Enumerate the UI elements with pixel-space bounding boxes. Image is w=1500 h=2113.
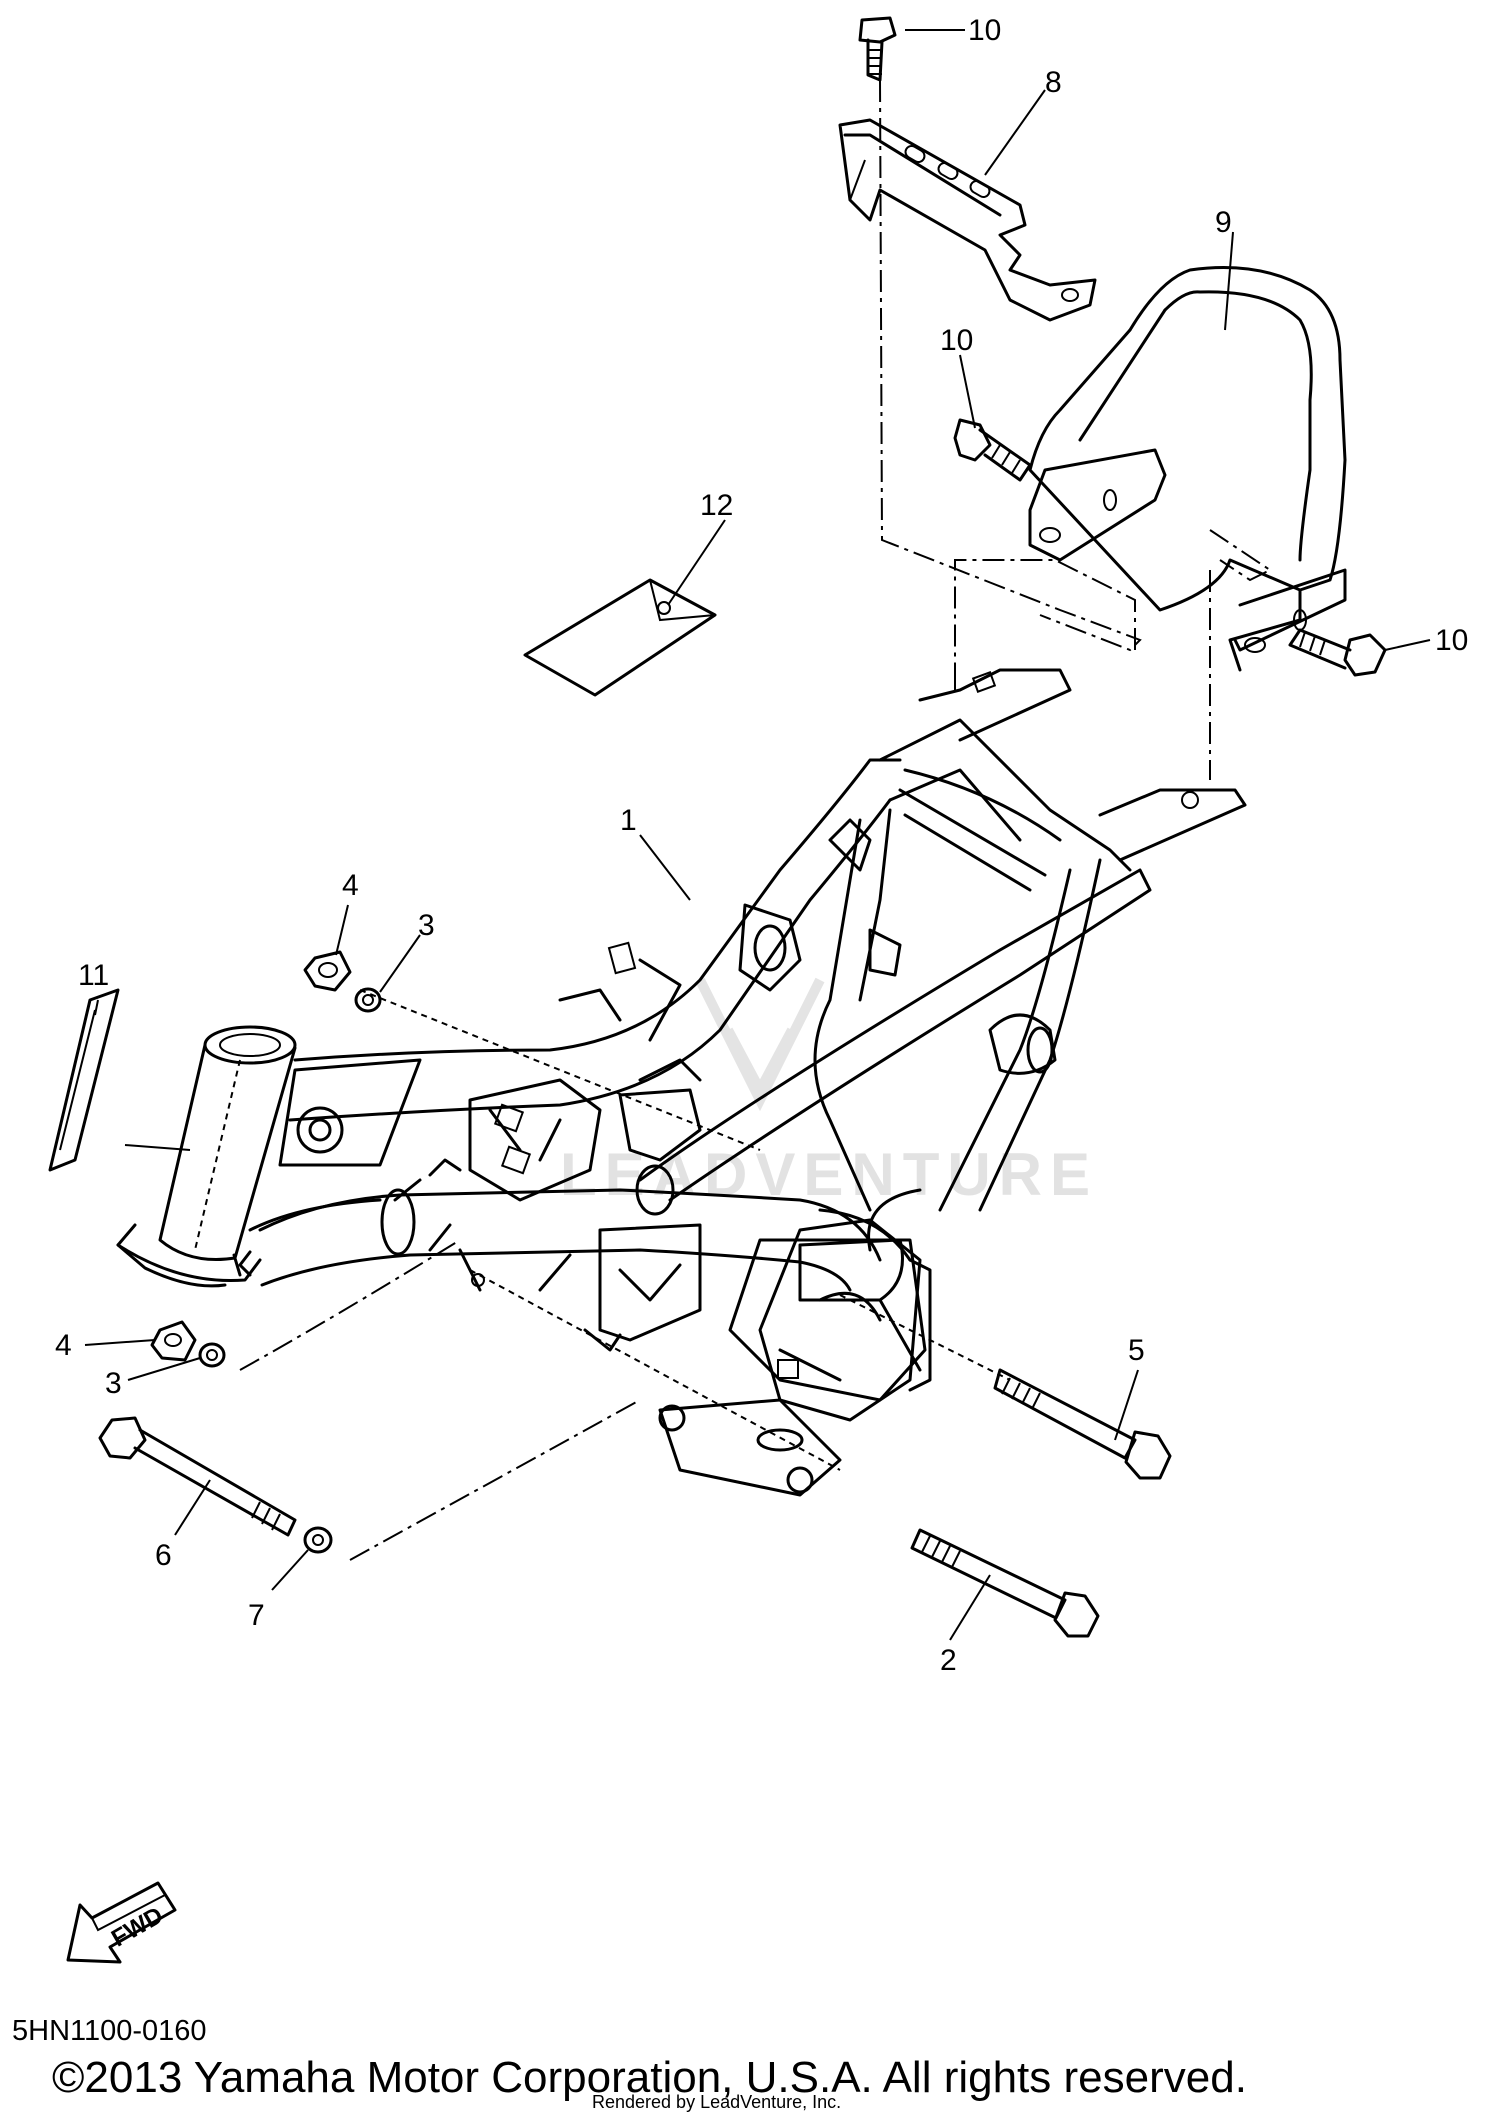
- nut-4-upper: [303, 950, 352, 992]
- callout-7: 7: [248, 1599, 265, 1632]
- callout-12: 12: [700, 489, 733, 522]
- callout-6: 6: [155, 1539, 172, 1572]
- bolt-5: [993, 1368, 1172, 1480]
- bolt-10-top: [858, 16, 897, 82]
- copyright: ©2013 Yamaha Motor Corporation, U.S.A. A…: [52, 2053, 1247, 2102]
- main-frame: [116, 668, 1247, 1497]
- callout-10: 10: [940, 324, 973, 357]
- bolt-10-right: [1288, 628, 1387, 677]
- bolt-2: [910, 1528, 1100, 1638]
- rendered-by: Rendered by LeadVenture, Inc.: [592, 2092, 841, 2112]
- diagram-code: 5HN1100-0160: [12, 2015, 207, 2047]
- washer-7: [303, 1526, 333, 1554]
- callout-4: 4: [55, 1329, 72, 1362]
- washer-3-lower: [198, 1342, 226, 1368]
- fwd-arrow: FWD: [66, 1881, 177, 1964]
- washer-3-upper: [354, 987, 382, 1013]
- callout-10: 10: [968, 14, 1001, 47]
- nut-4-lower: [150, 1320, 197, 1362]
- callout-8: 8: [1045, 66, 1062, 99]
- leader-lines: [84, 29, 1431, 1641]
- callout-11: 11: [78, 959, 109, 992]
- callout-9: 9: [1215, 206, 1232, 239]
- callout-2: 2: [940, 1644, 957, 1677]
- part-8-bracket: [838, 118, 1097, 322]
- callout-numbers: 10 8 9 10 12 10 1 4 3 11 4 3 5 6 7 2: [55, 14, 1468, 1677]
- callout-3: 3: [105, 1367, 122, 1400]
- callout-3: 3: [418, 909, 435, 942]
- part-11-label: [48, 988, 120, 1172]
- bolt-6: [98, 1416, 297, 1537]
- part-12-label: [523, 578, 717, 697]
- callout-10: 10: [1435, 624, 1468, 657]
- assembly-lines: [239, 79, 1272, 1561]
- callout-4: 4: [342, 869, 359, 902]
- callout-1: 1: [620, 804, 637, 837]
- callout-5: 5: [1128, 1334, 1145, 1367]
- part-9-grab-bar: [1028, 266, 1347, 672]
- bolt-10-middle: [953, 418, 1032, 482]
